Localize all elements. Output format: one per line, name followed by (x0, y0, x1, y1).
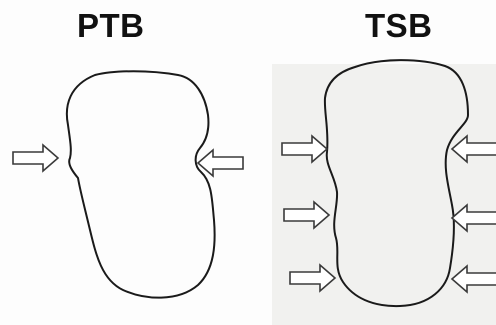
ptb-limb-outline (67, 71, 215, 297)
tsb-limb-outline (325, 60, 468, 306)
arrow-left-icon (452, 205, 496, 231)
arrow-right-icon (13, 145, 58, 171)
arrow-left-icon (452, 136, 496, 162)
arrow-left-icon (452, 266, 496, 292)
arrow-right-icon (282, 136, 327, 162)
arrow-left-icon (198, 150, 243, 176)
arrow-right-icon (290, 265, 335, 291)
arrow-right-icon (284, 202, 329, 228)
